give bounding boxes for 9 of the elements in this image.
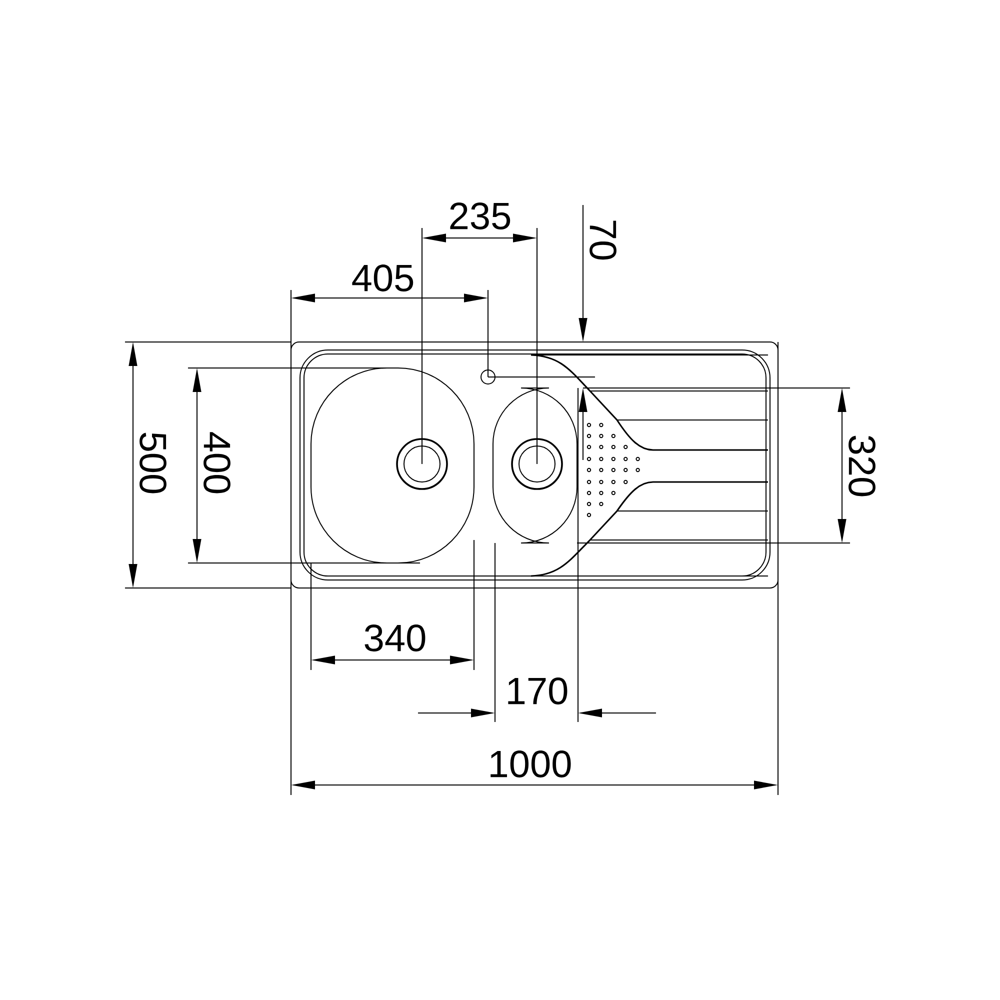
- dimension-label: 500: [140, 432, 166, 494]
- dimension-label: 170: [508, 678, 568, 704]
- dimension-label: 340: [364, 624, 426, 652]
- dimension-label: 405: [352, 264, 414, 292]
- dimension-label: 70: [590, 220, 616, 260]
- dimension-label: 320: [848, 436, 876, 496]
- dimension-label: 235: [450, 202, 510, 230]
- dimension-label: 1000: [490, 750, 571, 778]
- dimension-label: 400: [204, 432, 230, 494]
